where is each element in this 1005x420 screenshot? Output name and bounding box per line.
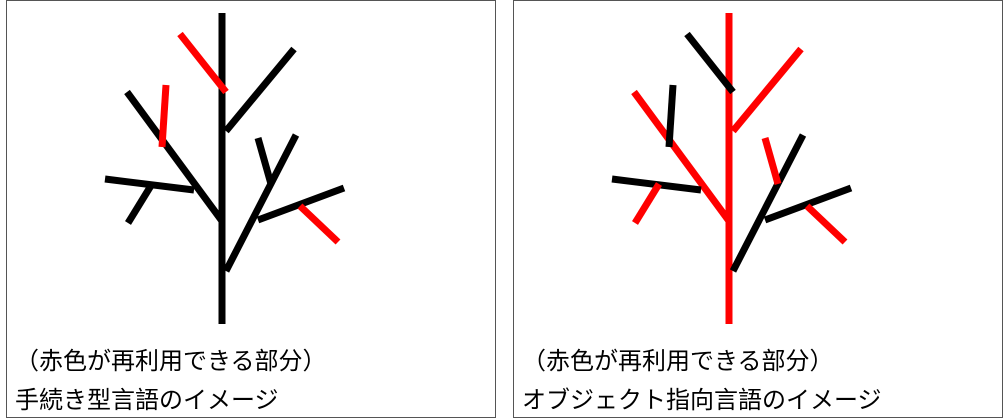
procedural-tree: [104, 13, 346, 324]
branch-right-horizontal-branch: [256, 184, 346, 224]
branch-right-upper-twig: [254, 137, 275, 185]
branch-right-upper-twig: [761, 137, 782, 185]
object-oriented-title: オブジェクト指向言語のイメージ: [522, 386, 882, 414]
procedural-note: （赤色が再利用できる部分）: [15, 347, 327, 375]
procedural-title: 手続き型言語のイメージ: [15, 386, 279, 414]
branch-right-lower-twig: [297, 203, 341, 245]
object-oriented-note: （赤色が再利用できる部分）: [522, 347, 834, 375]
branch-upper-left-twig: [684, 31, 736, 95]
procedural-panel: （赤色が再利用できる部分） 手続き型言語のイメージ: [6, 0, 496, 418]
object-oriented-panel: （赤色が再利用できる部分） オブジェクト指向言語のイメージ: [513, 0, 1003, 418]
branch-left-lower-twig: [632, 182, 662, 225]
branch-left-upper-branch: [631, 89, 732, 224]
branch-left-top-twig: [158, 84, 170, 148]
branch-left-upper-branch: [124, 89, 225, 224]
branch-upper-right-branch: [223, 46, 297, 134]
branch-right-lower-branch: [222, 133, 300, 273]
branch-upper-left-twig: [177, 31, 229, 95]
branch-right-horizontal-branch: [763, 184, 853, 224]
branch-upper-right-branch: [730, 46, 804, 134]
object-oriented-tree: [611, 13, 853, 324]
branch-left-lower-twig: [125, 182, 155, 225]
branch-left-top-twig: [665, 84, 677, 148]
branch-right-lower-branch: [729, 133, 807, 273]
branch-right-lower-twig: [804, 203, 848, 245]
